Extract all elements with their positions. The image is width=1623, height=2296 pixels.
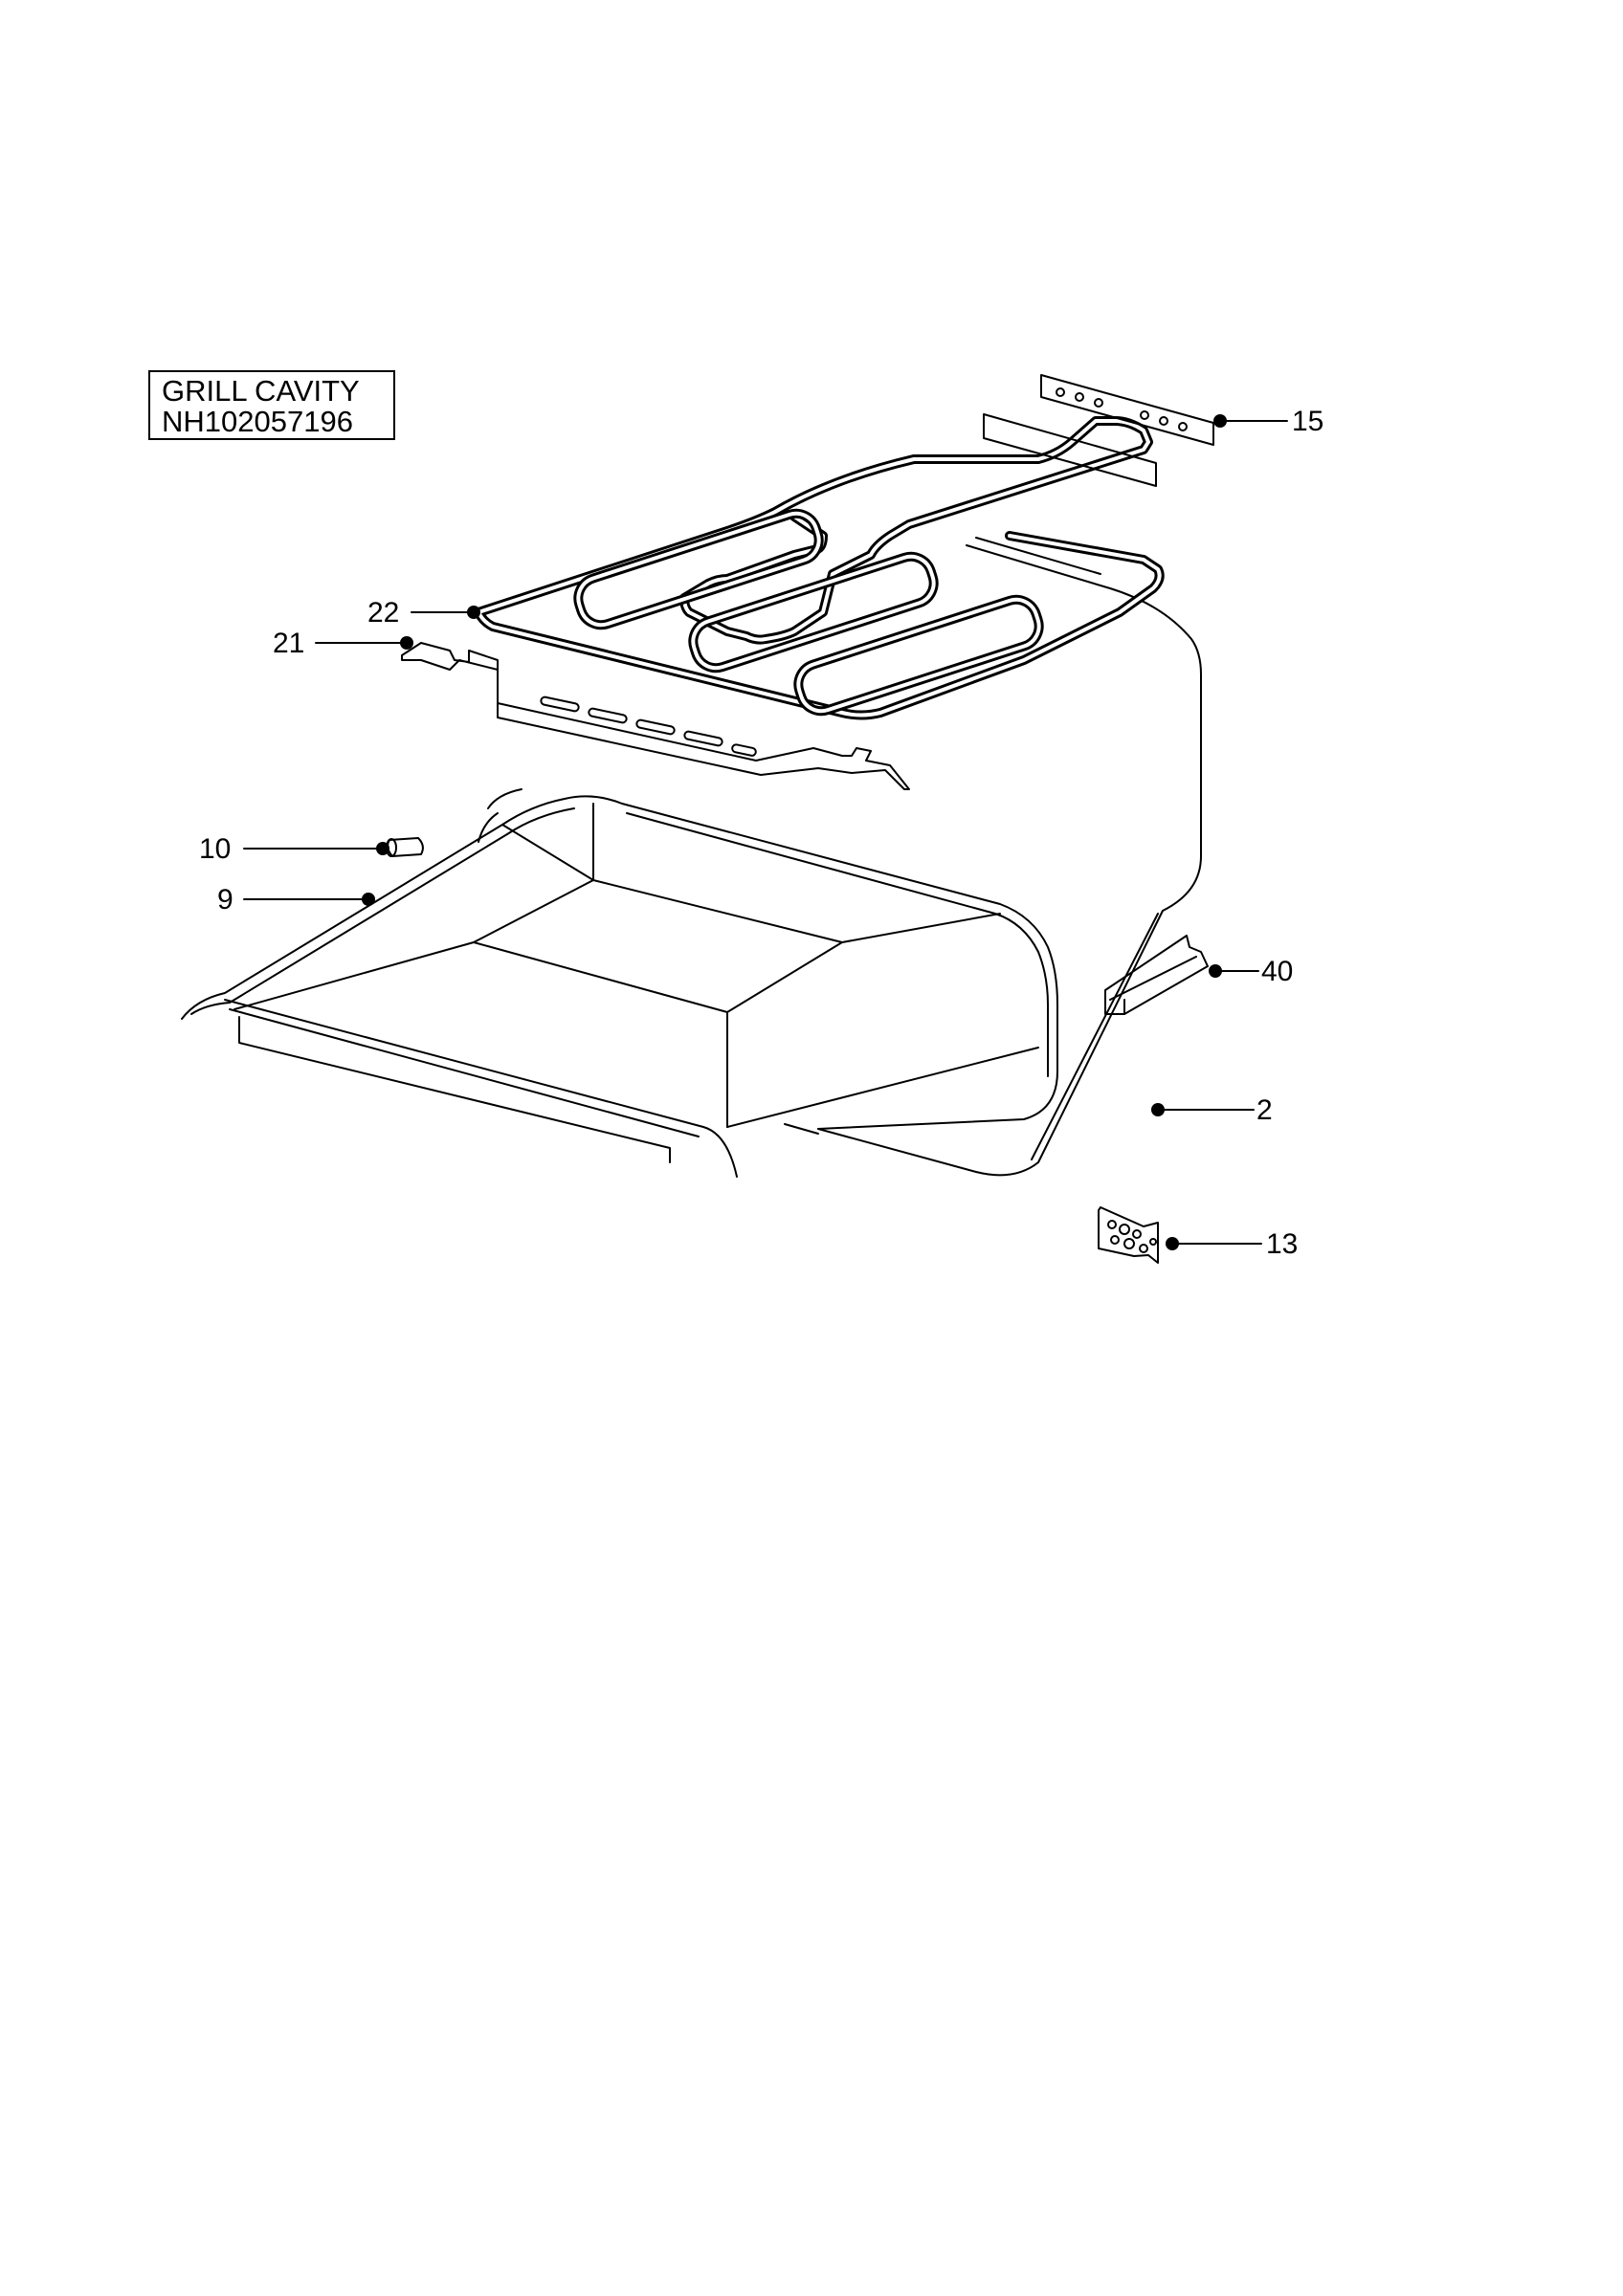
callout-13: 13	[1266, 1228, 1298, 1260]
terminal-bracket	[983, 374, 1214, 487]
callout-9: 9	[217, 884, 233, 916]
heating-element	[474, 416, 1165, 720]
callout-21: 21	[273, 628, 304, 659]
callout-15: 15	[1292, 406, 1323, 437]
diagram-title: GRILL CAVITY	[162, 374, 360, 408]
diagram-part-number: NH102057196	[162, 405, 353, 438]
diagram-title-box: GRILL CAVITY NH102057196	[148, 370, 395, 440]
callout-dots	[362, 414, 1227, 1250]
heating-element-inner	[477, 419, 1162, 718]
callout-40: 40	[1261, 956, 1293, 987]
callout-22: 22	[367, 597, 399, 629]
grill-cavity-body	[784, 537, 1202, 1177]
heating-element-loops	[573, 508, 1044, 717]
callout-leaders	[243, 420, 1288, 1245]
front-liner	[181, 788, 1058, 1178]
callout-10: 10	[199, 833, 231, 865]
element-support-bracket	[401, 642, 910, 790]
terminal-block	[1098, 1206, 1159, 1264]
side-bracket	[1104, 935, 1209, 1015]
bushing	[386, 837, 424, 857]
callout-2: 2	[1256, 1094, 1273, 1126]
